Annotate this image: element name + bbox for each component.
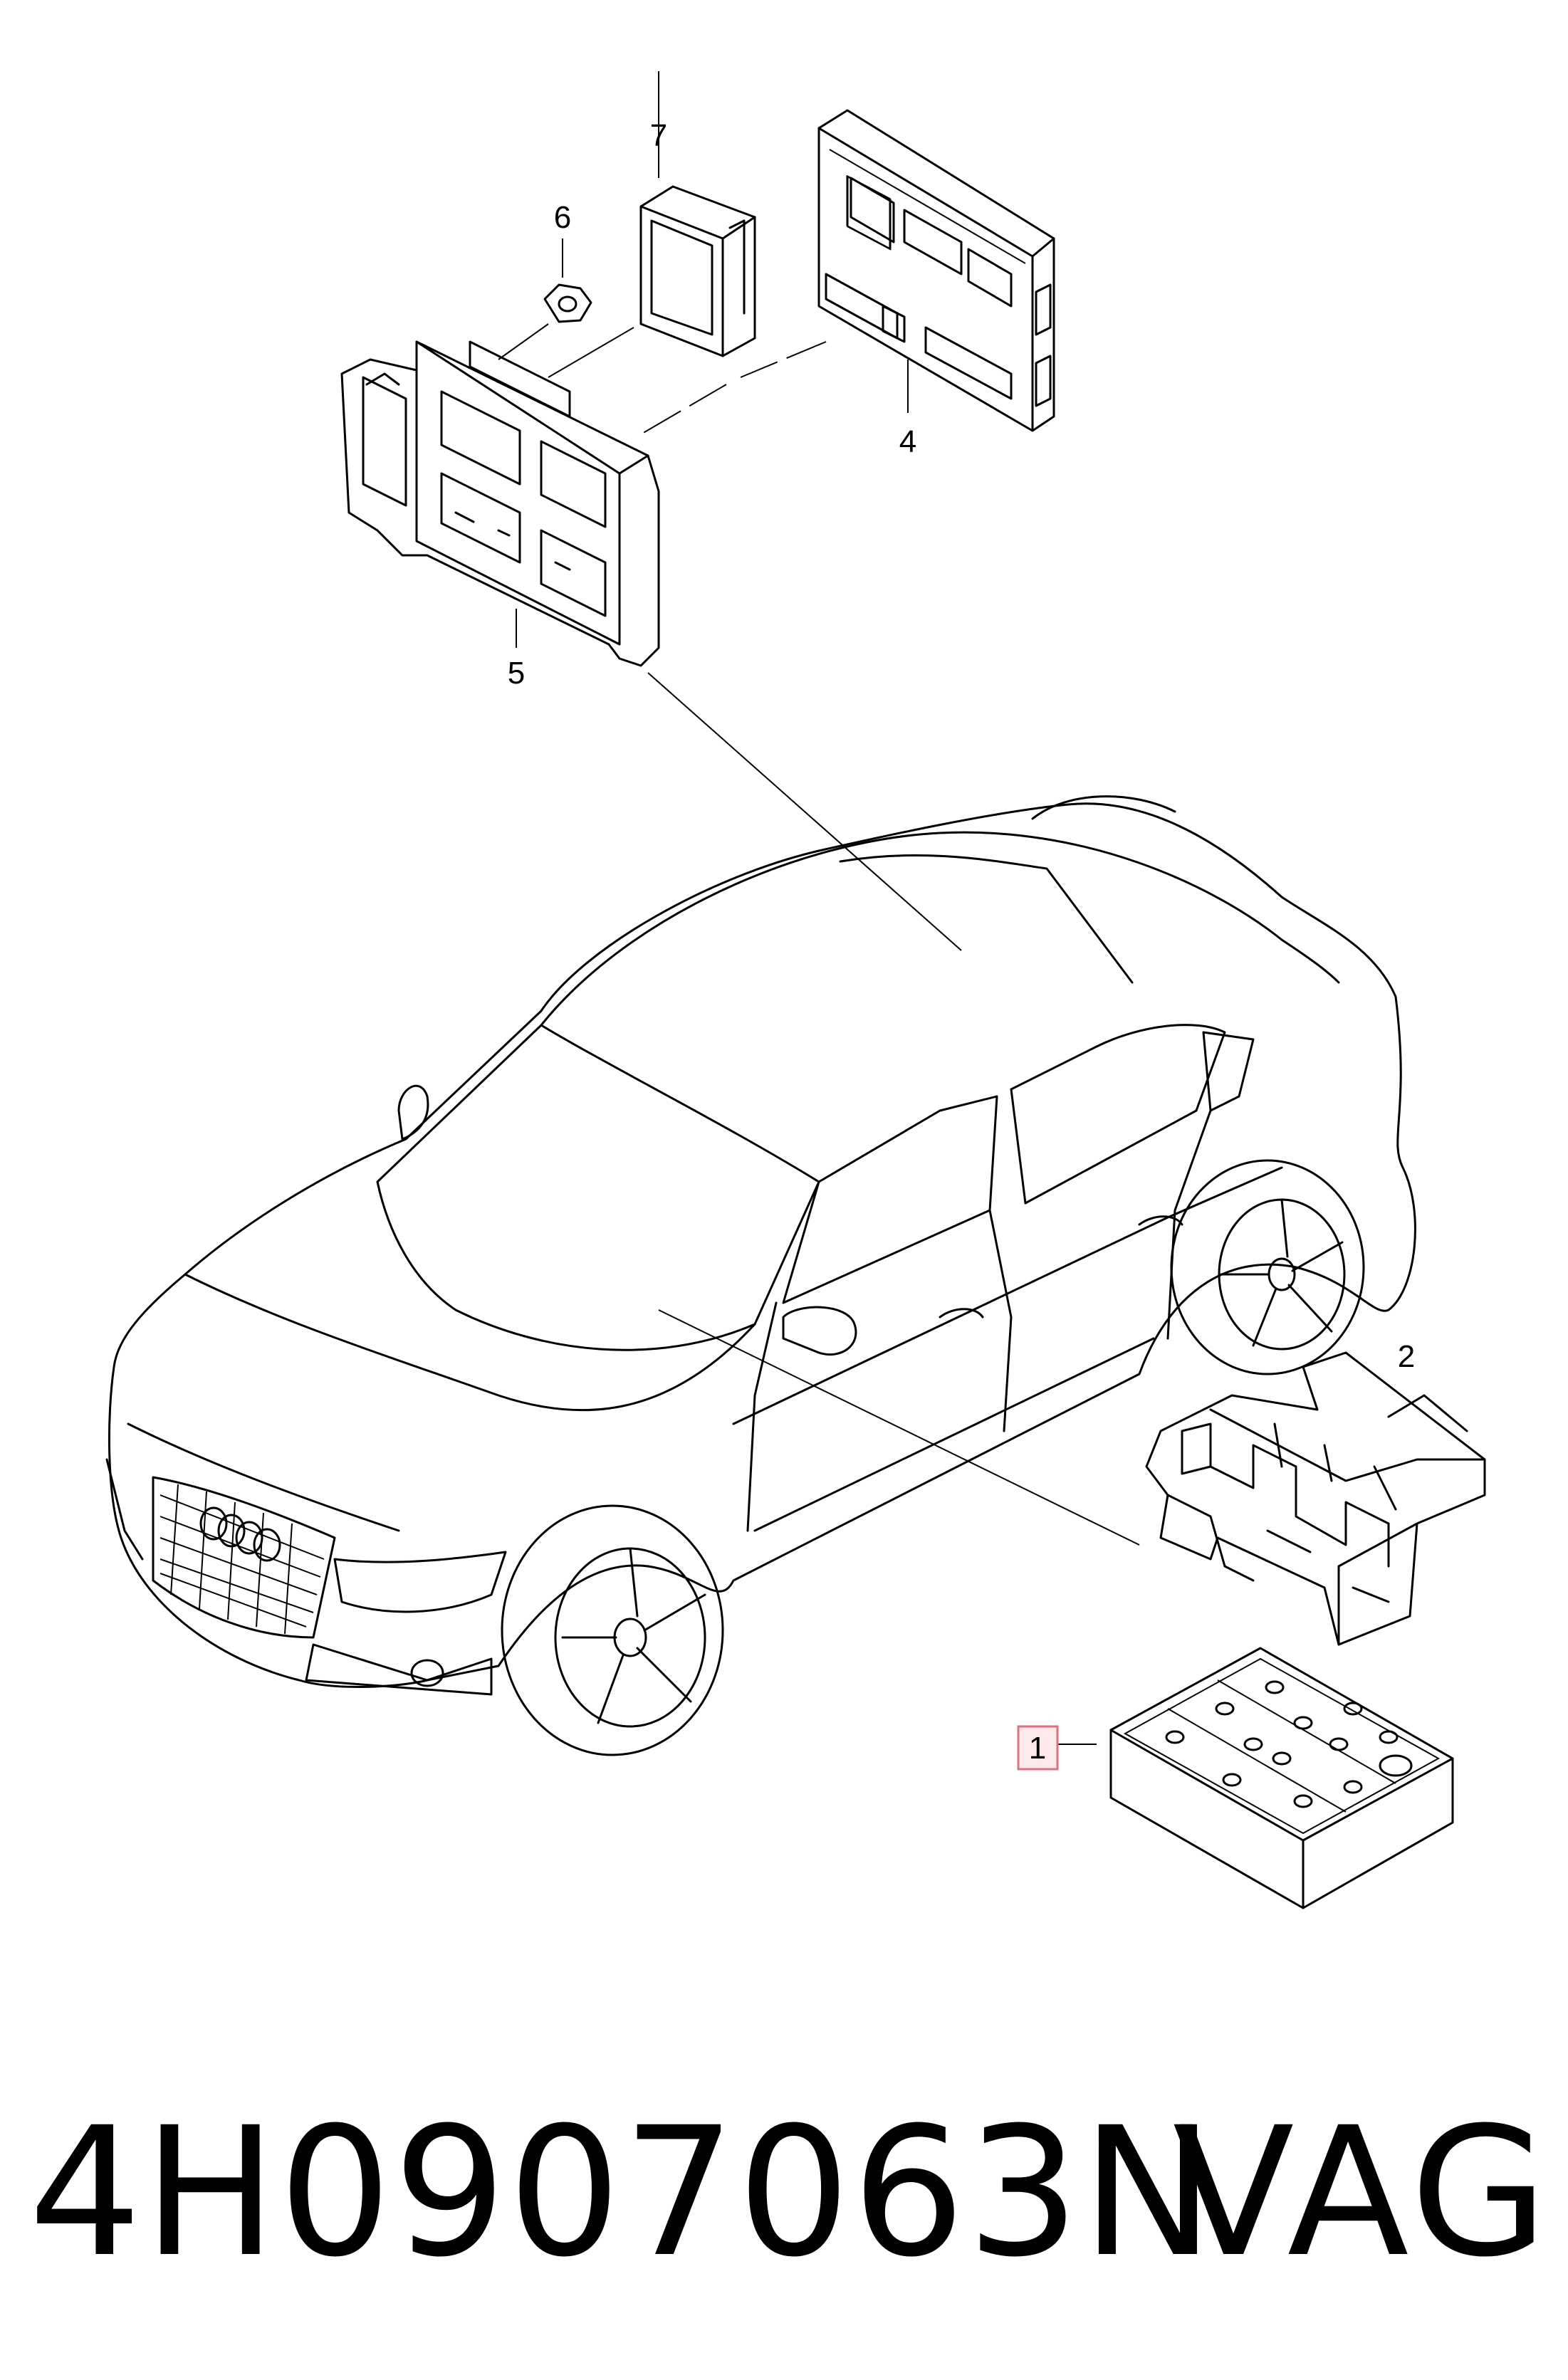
callout-6: 6 — [554, 200, 571, 235]
bracket-part-5 — [340, 340, 660, 667]
callout-labels: 7 6 4 5 2 1 — [508, 118, 1415, 1771]
part-number-text: 4H0907063N — [28, 2089, 1216, 2296]
control-module-part-4 — [817, 109, 1055, 432]
callout-4: 4 — [899, 424, 916, 459]
callout-1[interactable]: 1 — [1029, 1731, 1046, 1766]
rear-wheel — [1170, 1159, 1365, 1375]
callout-2: 2 — [1398, 1339, 1415, 1374]
nut-part-6 — [543, 283, 592, 323]
brand-text: VAG — [1172, 2089, 1552, 2296]
front-wheel — [501, 1504, 724, 1756]
car-illustration — [105, 795, 1416, 1756]
footer-caption: 4H0907063N VAG — [28, 2086, 1552, 2300]
callout-7: 7 — [650, 118, 667, 153]
leader-lines-upper — [498, 71, 962, 951]
control-unit-part-1 — [1109, 1647, 1454, 1909]
callout-5: 5 — [508, 656, 525, 691]
mounting-tray-part-2 — [1145, 1351, 1486, 1646]
grille — [152, 1476, 336, 1639]
callout-1-highlight — [1017, 1725, 1059, 1771]
relay-part-7 — [639, 185, 756, 357]
